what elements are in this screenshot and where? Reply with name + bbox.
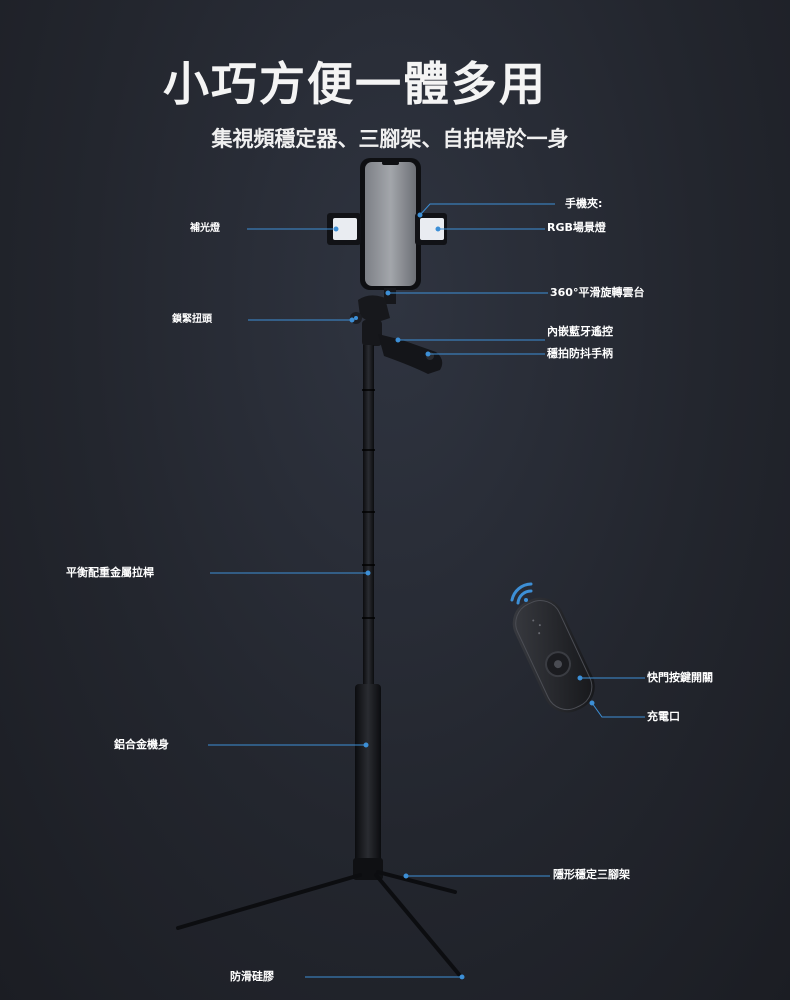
page-subtitle: 集視頻穩定器、三腳架、自拍桿於一身 [211,127,569,151]
label-shutter: 快門按鍵開關 [647,671,713,684]
label-phone-clip: 手機夾: [565,197,603,210]
label-gimbal: 360°平滑旋轉雲台 [550,286,645,299]
label-grip: 穩拍防抖手柄 [547,347,613,360]
fill-light-right [415,213,447,245]
label-bluetooth: 內嵌藍牙遙控 [547,325,613,338]
fill-light-left [327,213,361,245]
label-rgb-light: RGB場景燈 [547,221,606,234]
label-tripod: 隱形穩定三腳架 [553,868,630,881]
phone [360,158,421,290]
label-fill-light: 補光燈 [190,223,220,234]
label-lock-knob: 鎖緊扭頭 [172,314,212,325]
label-rod: 平衡配重金屬拉桿 [66,566,154,579]
telescopic-pole [362,345,375,685]
bluetooth-remote [512,597,595,713]
page-title: 小巧方便一體多用 [163,57,547,111]
aluminum-body [353,684,383,880]
wifi-icon [510,582,533,605]
label-body: 鋁合金機身 [114,738,169,751]
label-charge-port: 充電口 [647,710,680,723]
leader-lines [208,203,645,980]
tripod [176,870,464,980]
label-rubber: 防滑硅膠 [230,970,274,983]
